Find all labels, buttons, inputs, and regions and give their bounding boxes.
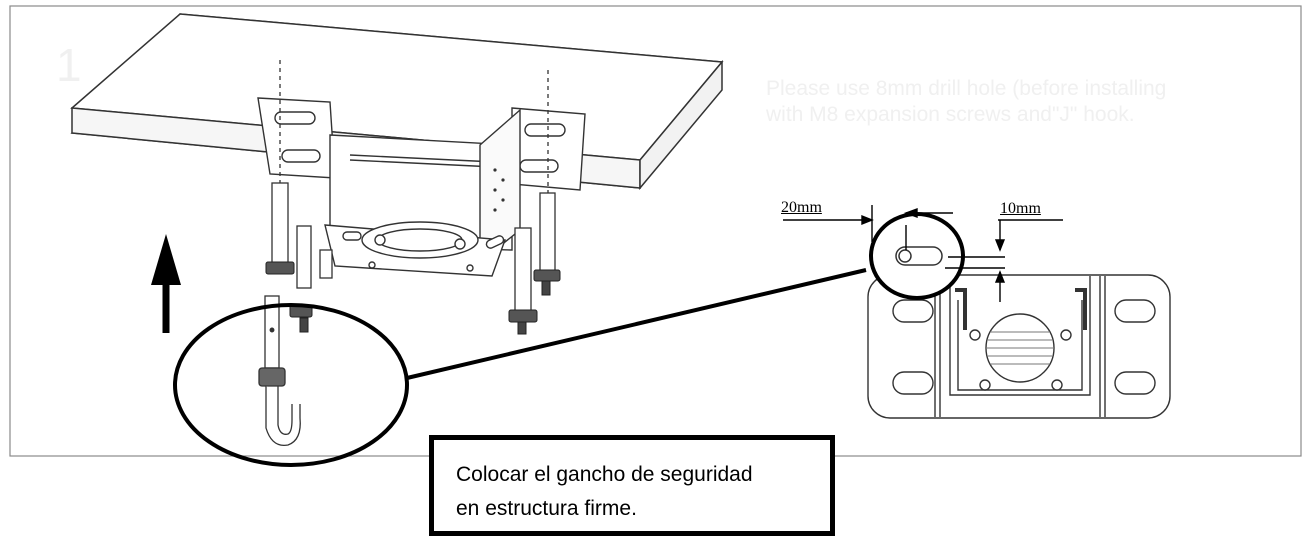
- bracket-detail-plate: [867, 274, 1171, 419]
- dimension-label-20mm: 20mm: [781, 199, 822, 216]
- bolt-nuts: [265, 261, 561, 335]
- callout-text-line-2: en estructura firme.: [456, 497, 637, 520]
- faded-note-line-1: Please use 8mm drill hole (before instal…: [766, 77, 1167, 100]
- slot-detail: [869, 212, 965, 300]
- dimension-lines: [783, 205, 1063, 302]
- callout-connector: [406, 268, 867, 380]
- faded-note-line-2: with M8 expansion screws and"J" hook.: [766, 103, 1135, 126]
- mounting-bracket: [257, 97, 586, 277]
- dimension-label-10mm: 10mm: [1000, 200, 1041, 217]
- j-hook: [258, 295, 301, 447]
- expansion-bolts: [271, 60, 556, 314]
- faded-instruction-note: Please use 8mm drill hole (before instal…: [766, 76, 1305, 128]
- callout-text-line-1: Colocar el gancho de seguridad: [456, 463, 753, 486]
- callout-box: Colocar el gancho de seguridad en estruc…: [429, 435, 835, 536]
- step-number: 1: [56, 39, 82, 91]
- up-arrow: [151, 234, 181, 333]
- hook-detail-circle: [173, 303, 409, 467]
